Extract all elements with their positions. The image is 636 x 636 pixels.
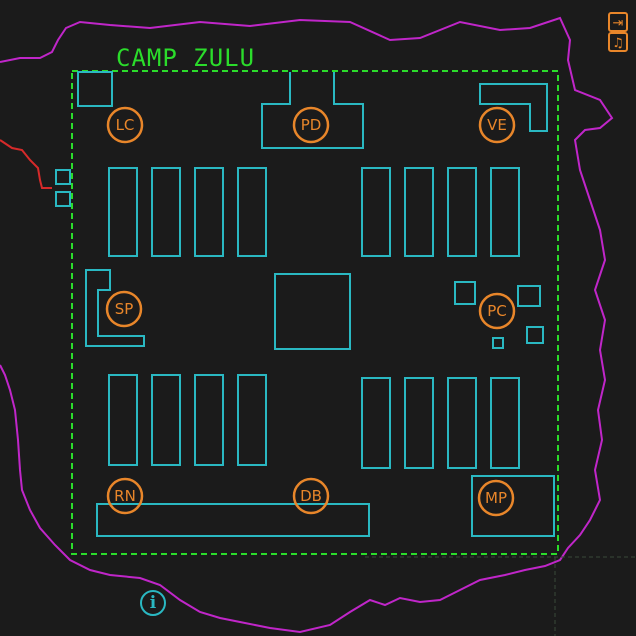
outpost-building[interactable] [55,169,71,185]
music-note-icon[interactable]: ♫ [608,32,628,52]
zone-marker-ve[interactable]: VE [478,106,516,144]
long-building[interactable] [96,503,370,537]
ve-building[interactable] [479,83,548,132]
zone-marker-pd[interactable]: PD [292,106,330,144]
barracks-building[interactable] [490,377,520,469]
zone-code: SP [115,300,134,318]
barracks-building[interactable] [361,167,391,257]
zone-marker-pc[interactable]: PC [478,292,516,330]
zone-marker-sp[interactable]: SP [105,290,143,328]
zone-marker-lc[interactable]: LC [106,106,144,144]
zone-code: DB [300,487,322,505]
pc-building[interactable] [454,281,476,305]
zone-marker-rn[interactable]: RN [106,477,144,515]
barracks-building[interactable] [404,377,434,469]
sp-building[interactable] [85,269,145,347]
barracks-building[interactable] [151,167,181,257]
pd-building[interactable] [261,72,364,149]
lc-building[interactable] [77,71,113,107]
camp-perimeter [71,70,559,555]
pc-building[interactable] [517,285,541,307]
outpost-building[interactable] [55,191,71,207]
barracks-building[interactable] [237,167,267,257]
camp-title: CAMP ZULU [116,44,255,72]
zone-code: VE [487,116,507,134]
road-line [0,139,52,189]
zone-code: PC [487,302,507,320]
barracks-building[interactable] [361,377,391,469]
zone-code: PD [301,116,322,134]
barracks-building[interactable] [151,374,181,466]
exit-door-icon[interactable]: ⇥ [608,12,628,32]
pc-building[interactable] [526,326,544,344]
barracks-building[interactable] [194,374,224,466]
barracks-building[interactable] [490,167,520,257]
zone-code: LC [116,116,135,134]
zone-marker-mp[interactable]: MP [477,479,515,517]
barracks-building[interactable] [447,167,477,257]
barracks-building[interactable] [108,374,138,466]
zone-code: MP [485,489,507,507]
barracks-building[interactable] [447,377,477,469]
info-icon[interactable]: i [140,590,166,616]
barracks-building[interactable] [404,167,434,257]
barracks-building[interactable] [237,374,267,466]
barracks-building[interactable] [194,167,224,257]
barracks-building[interactable] [108,167,138,257]
pc-building[interactable] [492,337,504,349]
zone-code: RN [114,487,136,505]
mp-building[interactable] [471,475,555,537]
zone-marker-db[interactable]: DB [292,477,330,515]
hq-building[interactable] [274,273,351,350]
territory-boundary [0,16,614,634]
